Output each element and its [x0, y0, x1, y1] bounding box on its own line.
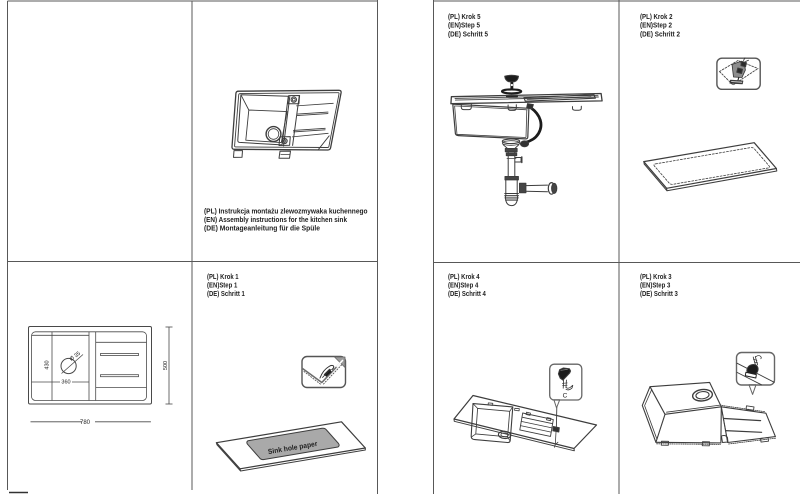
svg-text:360: 360	[61, 380, 70, 386]
svg-text:(EN)Step 2: (EN)Step 2	[640, 21, 672, 30]
svg-text:(EN)Step 1: (EN)Step 1	[207, 280, 237, 289]
svg-text:(PL) Krok 5: (PL) Krok 5	[448, 12, 481, 21]
svg-text:780: 780	[80, 420, 91, 426]
svg-text:(PL) Instrukcja montażu zlewo: (PL) Instrukcja montażu zlewozmywaka kuc…	[204, 207, 368, 216]
svg-text:(EN)Step 4: (EN)Step 4	[448, 280, 479, 289]
svg-text:(DE) Schritt 3: (DE) Schritt 3	[640, 289, 678, 298]
svg-text:(PL) Krok 1: (PL) Krok 1	[207, 272, 239, 281]
svg-text:(PL) Krok 2: (PL) Krok 2	[640, 12, 673, 21]
svg-text:C: C	[563, 393, 568, 400]
svg-text:(DE) Montageanleitung für die: (DE) Montageanleitung für die Spüle	[204, 224, 320, 233]
svg-text:(DE) Schritt 1: (DE) Schritt 1	[207, 289, 245, 298]
svg-text:(DE) Schritt 5: (DE) Schritt 5	[448, 29, 488, 38]
svg-text:(EN)Step 3: (EN)Step 3	[640, 280, 670, 289]
svg-text:430: 430	[45, 360, 51, 369]
svg-text:(EN) Assembly instructions for: (EN) Assembly instructions for the kitch…	[204, 215, 348, 224]
svg-text:(DE) Schritt 4: (DE) Schritt 4	[448, 289, 487, 298]
svg-text:500: 500	[163, 361, 169, 370]
svg-text:(PL) Krok 3: (PL) Krok 3	[640, 272, 672, 281]
svg-text:(EN)Step 5: (EN)Step 5	[448, 21, 480, 30]
svg-text:(DE) Schritt 2: (DE) Schritt 2	[640, 29, 680, 38]
svg-text:(PL) Krok 4: (PL) Krok 4	[448, 272, 480, 281]
